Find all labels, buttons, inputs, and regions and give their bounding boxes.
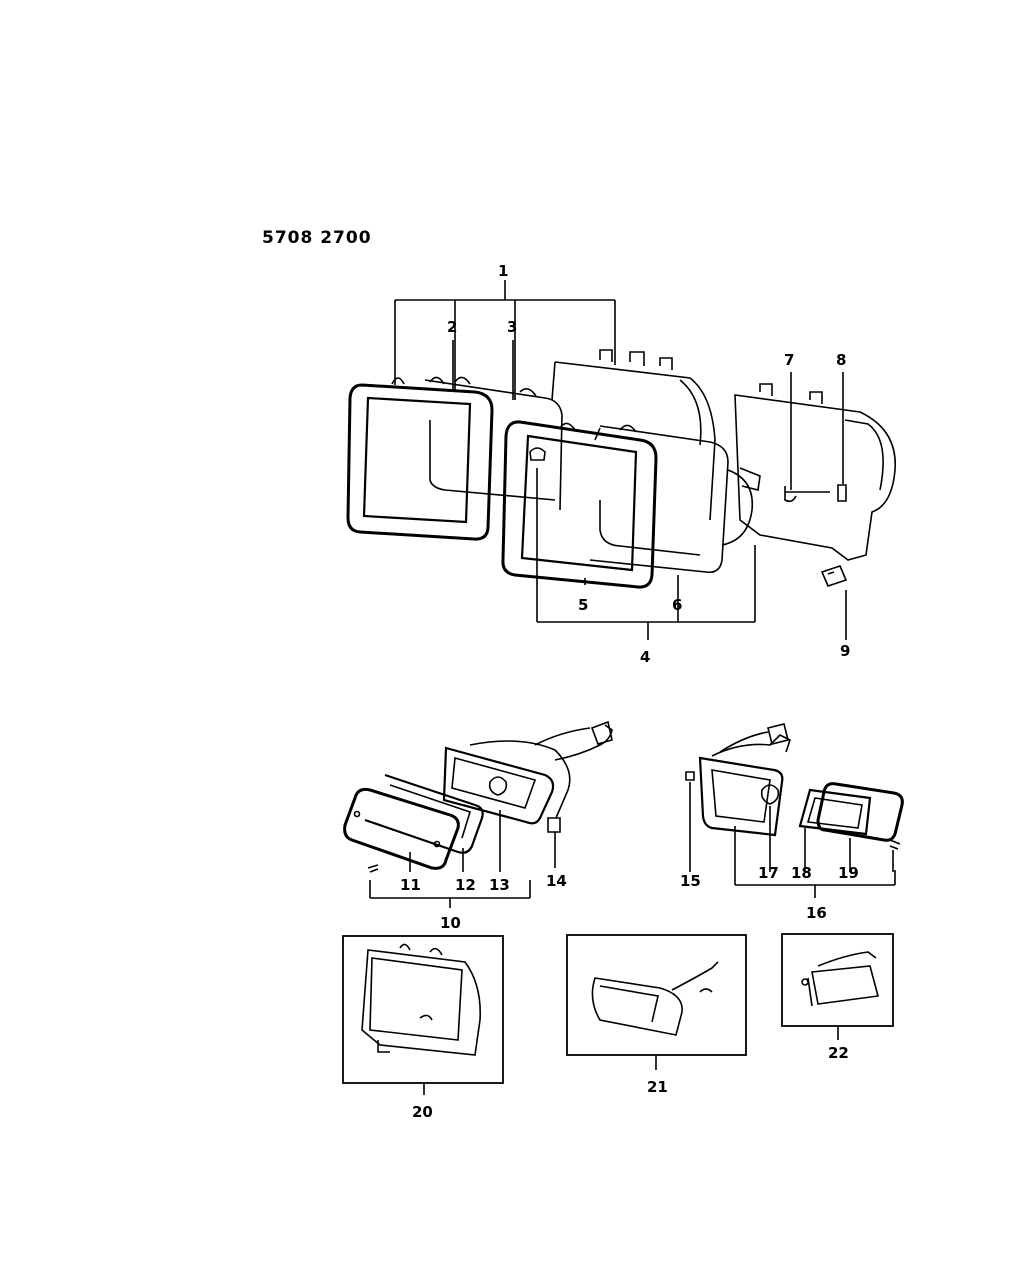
backing-plate	[734, 383, 896, 561]
diagram-reference-number: 5708 2700	[262, 228, 372, 248]
headlamp-group	[346, 280, 896, 640]
headlamp-housing	[551, 349, 716, 521]
callout-21: 21	[647, 1078, 668, 1096]
callout-12: 12	[455, 876, 476, 894]
callout-4: 4	[640, 648, 650, 666]
rear-lens	[816, 782, 904, 842]
mounting-ring	[424, 376, 563, 511]
front-lamp-housing	[442, 746, 555, 825]
callout-labels: 1 2 3 4 5 6 7 8 9 10 11 12 13 14 15 16 1…	[400, 262, 859, 1121]
callout-15: 15	[680, 872, 701, 890]
callout-22: 22	[828, 1044, 849, 1062]
callout-18: 18	[791, 864, 812, 882]
headlamp-bezel-outer	[346, 376, 494, 541]
inset-box-21	[566, 934, 747, 1056]
callout-10: 10	[440, 914, 461, 932]
inset-box-22	[781, 933, 894, 1027]
callout-17: 17	[758, 864, 779, 882]
inset-box-20	[342, 935, 504, 1084]
callout-16: 16	[806, 904, 827, 922]
callout-2: 2	[447, 318, 457, 336]
callout-7: 7	[784, 351, 794, 369]
adjusting-screw	[784, 484, 847, 503]
rear-lamp-group	[685, 723, 904, 898]
front-gasket	[364, 773, 484, 854]
callout-9: 9	[840, 642, 850, 660]
front-lens	[343, 787, 460, 870]
callout-13: 13	[489, 876, 510, 894]
callout-20: 20	[412, 1103, 433, 1121]
rear-bulb	[760, 784, 780, 805]
bulb-socket	[820, 565, 848, 587]
rear-screw	[889, 839, 901, 850]
rear-clip	[685, 771, 695, 781]
callout-3: 3	[507, 318, 517, 336]
callout-8: 8	[836, 351, 846, 369]
front-bulb	[488, 776, 508, 796]
callout-11: 11	[400, 876, 421, 894]
callout-1: 1	[498, 262, 508, 280]
callout-6: 6	[672, 596, 682, 614]
callout-19: 19	[838, 864, 859, 882]
sealed-beam-unit	[589, 424, 761, 574]
front-lamp-group	[343, 720, 613, 908]
rear-lamp-housing	[698, 756, 784, 837]
callout-5: 5	[578, 596, 588, 614]
retaining-ring	[501, 420, 658, 589]
front-screw	[367, 864, 379, 873]
callout-14: 14	[546, 872, 567, 890]
rear-gasket	[798, 788, 872, 836]
